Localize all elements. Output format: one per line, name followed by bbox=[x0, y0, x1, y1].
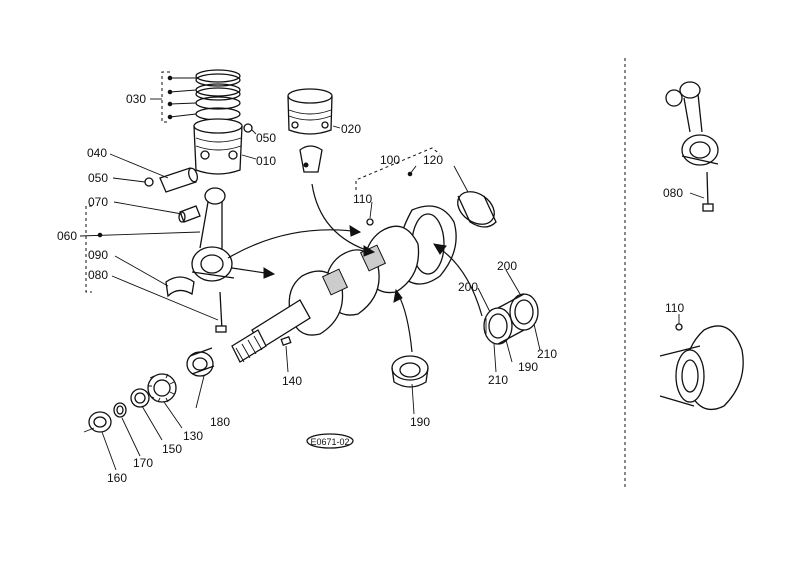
piston-pin-040 bbox=[159, 167, 199, 193]
arrowhead-5 bbox=[393, 288, 403, 303]
arrowhead-2 bbox=[263, 267, 276, 279]
arrowhead-1 bbox=[349, 225, 362, 237]
connecting-rod-060 bbox=[191, 187, 235, 282]
label-050-left: 050 bbox=[88, 171, 108, 185]
label-200-top: 200 bbox=[497, 259, 517, 273]
label-110: 110 bbox=[353, 192, 372, 206]
label-110-inset: 110 bbox=[665, 301, 684, 315]
label-020: 020 bbox=[341, 122, 361, 136]
bushing-070 bbox=[178, 205, 201, 223]
label-090: 090 bbox=[88, 248, 108, 262]
label-130: 130 bbox=[183, 429, 203, 443]
label-180: 180 bbox=[210, 415, 230, 429]
arrowhead-3 bbox=[363, 245, 376, 257]
bolt-080 bbox=[215, 291, 227, 333]
label-210-left: 210 bbox=[488, 373, 508, 387]
label-060: 060 bbox=[57, 229, 77, 243]
label-200-left: 200 bbox=[458, 280, 478, 294]
circlip-050-left bbox=[144, 177, 154, 187]
crankshaft-100 bbox=[231, 205, 457, 363]
arrowhead-4 bbox=[433, 243, 447, 255]
label-080: 080 bbox=[88, 268, 108, 282]
drawing-code: E0671-02 bbox=[310, 437, 349, 447]
label-150: 150 bbox=[162, 442, 182, 456]
main-bearing-190 bbox=[391, 355, 429, 388]
bearing-case-right bbox=[483, 293, 539, 345]
inset-crank-detail: 110 bbox=[659, 301, 744, 411]
piston-020 bbox=[287, 88, 333, 173]
label-030: 030 bbox=[126, 92, 146, 106]
oring-170 bbox=[113, 402, 127, 418]
inset-connecting-rod: 080 bbox=[663, 81, 719, 212]
seal-160 bbox=[83, 411, 112, 433]
label-010: 010 bbox=[256, 154, 276, 168]
label-120: 120 bbox=[423, 153, 443, 167]
label-160: 160 bbox=[107, 471, 127, 485]
label-070: 070 bbox=[88, 195, 108, 209]
circlip-050-right bbox=[243, 123, 253, 133]
key-140 bbox=[280, 335, 292, 347]
label-050-right: 050 bbox=[256, 131, 276, 145]
drawing-code-badge: E0671-02 bbox=[306, 433, 354, 449]
gear-130 bbox=[147, 373, 177, 403]
label-080-inset: 080 bbox=[663, 186, 683, 200]
bearing-090 bbox=[165, 276, 195, 298]
bearing-180 bbox=[186, 347, 215, 377]
label-190-right: 190 bbox=[518, 360, 538, 374]
bracket-030 bbox=[150, 71, 197, 123]
label-100: 100 bbox=[380, 153, 400, 167]
thrust-washer-120 bbox=[457, 191, 497, 228]
arrow-piston-to-crank bbox=[311, 183, 373, 253]
label-170: 170 bbox=[133, 456, 153, 470]
collar-150 bbox=[130, 388, 150, 408]
arrow-bearing-to-crank bbox=[397, 293, 413, 353]
piston-rings bbox=[195, 69, 241, 121]
bracket-060 bbox=[79, 205, 201, 293]
label-040: 040 bbox=[87, 146, 107, 160]
label-210-right: 210 bbox=[537, 347, 557, 361]
piston-010 bbox=[193, 118, 243, 175]
arrow-rod-to-crank bbox=[227, 229, 361, 259]
label-190-bottom: 190 bbox=[410, 415, 430, 429]
label-140: 140 bbox=[282, 374, 302, 388]
